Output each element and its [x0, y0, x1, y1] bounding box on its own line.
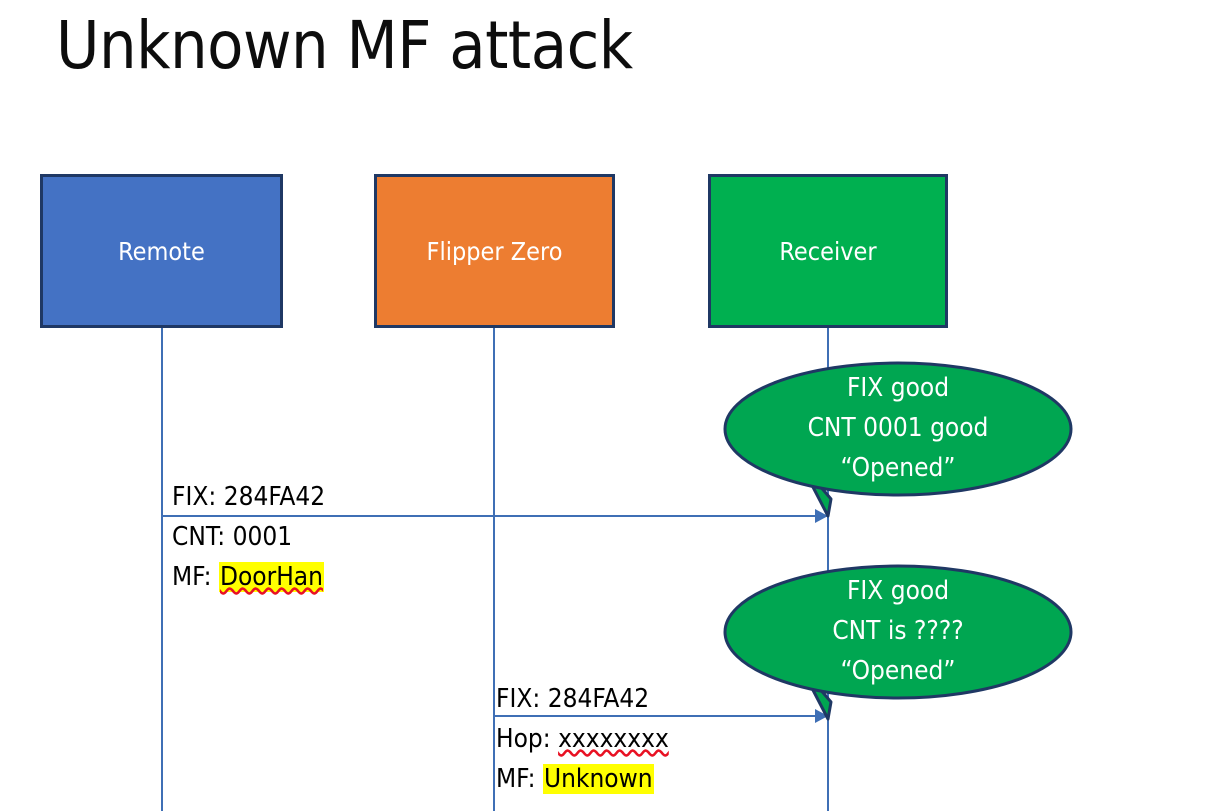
message-arrow-remote-to-receiver — [162, 515, 827, 517]
message-line-mf-label: MF: — [496, 764, 536, 794]
message-line-mf-value: Unknown — [542, 764, 654, 794]
message-line-mf: MF: Unknown — [496, 759, 669, 799]
message-line-fix: FIX: 284FA42 — [496, 679, 669, 719]
message-line-hop: Hop: xxxxxxxx — [496, 719, 669, 759]
lifeline-receiver — [827, 328, 829, 811]
actor-box-flipper-zero[interactable]: Flipper Zero — [374, 174, 615, 328]
message-line-fix-value: 284FA42 — [223, 482, 326, 512]
message-label-flipper-to-receiver: FIX: 284FA42 Hop: xxxxxxxx MF: Unknown — [496, 679, 669, 799]
message-line-hop-label: Hop: — [496, 724, 551, 754]
message-line-fix-value: 284FA42 — [547, 684, 650, 714]
message-line-mf-label: MF: — [172, 562, 212, 592]
actor-label-receiver: Receiver — [779, 236, 877, 266]
message-arrow-flipper-to-receiver — [494, 715, 827, 717]
message-line-cnt-label: CNT: — [172, 522, 226, 552]
message-line-mf: MF: DoorHan — [172, 557, 325, 597]
message-line-fix-label: FIX: — [496, 684, 541, 714]
message-line-fix: FIX: 284FA42 — [172, 477, 325, 517]
speech-bubble-receiver-response-2[interactable]: FIX good CNT is ???? “Opened” — [723, 564, 1073, 721]
message-line-mf-value: DoorHan — [218, 562, 324, 592]
speech-bubble-shape — [723, 564, 1073, 721]
page-title: Unknown MF attack — [56, 7, 633, 84]
lifeline-remote — [161, 328, 163, 811]
message-line-cnt-value: 0001 — [232, 522, 293, 552]
message-line-cnt: CNT: 0001 — [172, 517, 325, 557]
message-line-hop-value: xxxxxxxx — [558, 724, 669, 754]
actor-label-remote: Remote — [118, 236, 205, 266]
lifeline-flipper — [493, 328, 495, 811]
speech-bubble-shape — [723, 361, 1073, 518]
actor-box-receiver[interactable]: Receiver — [708, 174, 948, 328]
message-line-fix-label: FIX: — [172, 482, 217, 512]
message-label-remote-to-receiver: FIX: 284FA42 CNT: 0001 MF: DoorHan — [172, 477, 325, 597]
actor-box-remote[interactable]: Remote — [40, 174, 283, 328]
actor-label-flipper-zero: Flipper Zero — [426, 236, 563, 266]
speech-bubble-receiver-response-1[interactable]: FIX good CNT 0001 good “Opened” — [723, 361, 1073, 518]
